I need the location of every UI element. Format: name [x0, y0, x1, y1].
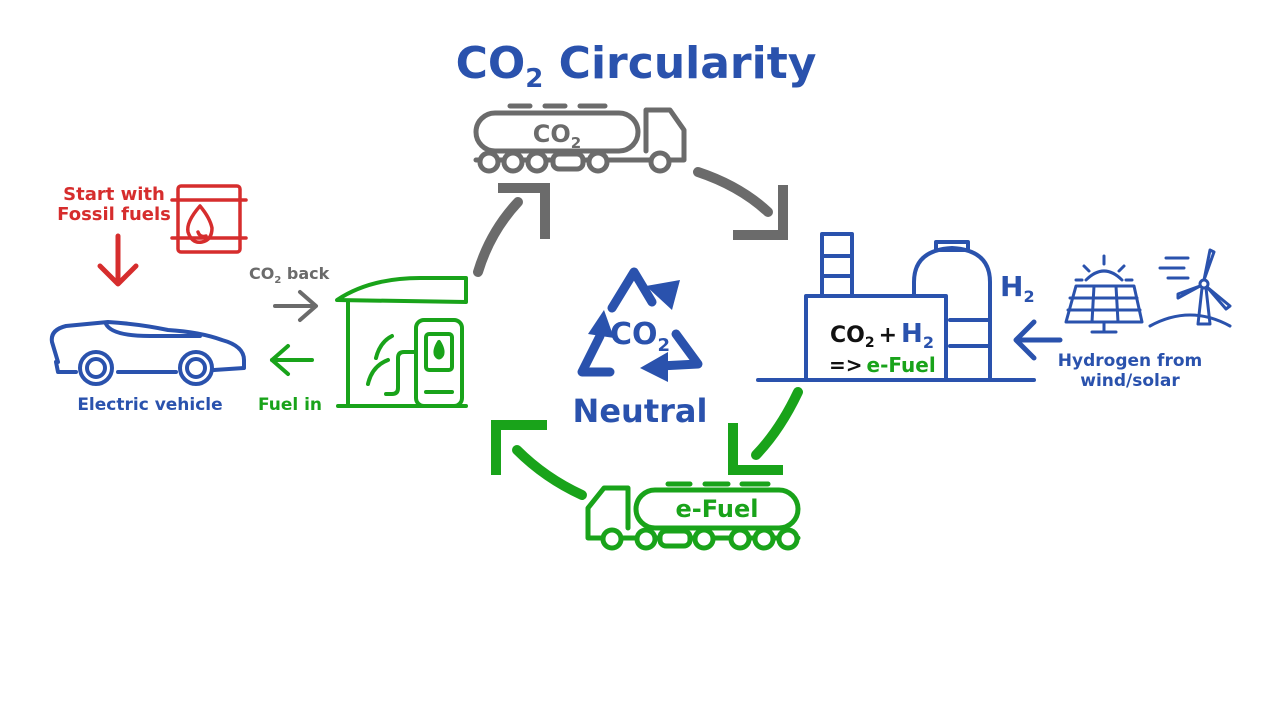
co2-back-arrow: [273, 290, 318, 322]
fuel-in-arrow: [270, 344, 314, 376]
arc-factory-to-efuel-truck: [751, 387, 803, 460]
electric-vehicle-label: Electric vehicle: [77, 395, 222, 415]
center-neutral-label: Neutral: [573, 392, 708, 430]
diagram-title: CO2 Circularity: [456, 38, 817, 94]
arc-co2-truck-to-factory: [693, 167, 773, 217]
fuel-in-label: Fuel in: [258, 395, 322, 415]
cycle-arrows: [473, 167, 803, 500]
hydrogen-input-arrow: [1013, 319, 1063, 361]
arc-station-to-co2-truck: [473, 197, 523, 277]
wind-turbine-icon: [1148, 248, 1232, 328]
efuel-factory-icon: [756, 232, 1036, 382]
fuel-station-icon: [335, 276, 468, 408]
efuel-tanker-truck: [585, 481, 801, 551]
arrowhead-co2-up: [498, 183, 550, 239]
factory-h2-label: H2: [1000, 270, 1035, 306]
hydrogen-source-line1: Hydrogen from: [1058, 351, 1202, 371]
co2-back-label: CO2 back: [249, 264, 330, 286]
arrowhead-efuel-up: [491, 420, 547, 475]
co2-tanker-truck: [473, 103, 687, 174]
electric-vehicle-icon: [49, 320, 246, 386]
arrowhead-co2-down: [733, 185, 788, 240]
oil-barrel-icon: [170, 184, 248, 254]
recycle-icon: [577, 267, 703, 382]
start-fossil-line1: Start with: [63, 184, 165, 205]
start-fossil-line2: Fossil fuels: [57, 204, 171, 225]
efuel-truck-label: e-Fuel: [675, 495, 758, 523]
factory-equation: CO2+H2: [830, 319, 934, 352]
solar-panel-icon: [1064, 254, 1144, 334]
arc-efuel-truck-to-station: [512, 445, 587, 500]
hydrogen-source-line2: wind/solar: [1080, 371, 1180, 391]
factory-product: =>e-Fuel: [829, 353, 936, 377]
arrowhead-efuel-down: [728, 423, 783, 475]
down-arrow-red: [97, 233, 139, 287]
center-co2-label: CO2: [610, 317, 670, 356]
co2-truck-label: CO2: [533, 120, 581, 152]
